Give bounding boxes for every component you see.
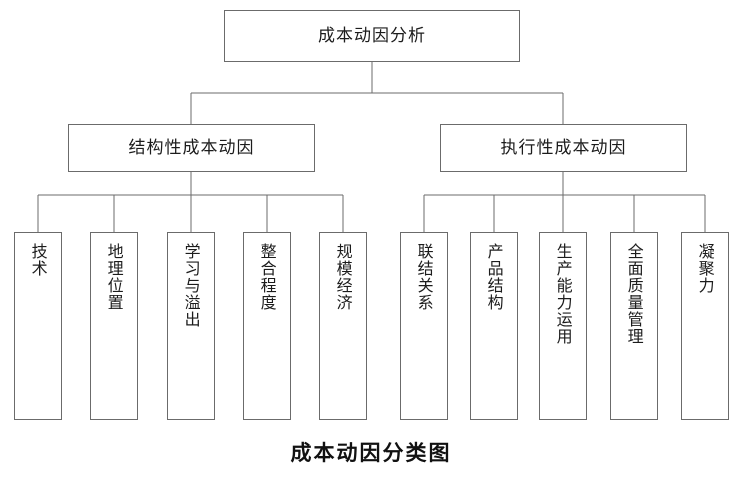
leaf-executional-5[interactable]: 凝聚力 — [681, 232, 729, 420]
leaf-executional-4[interactable]: 全面质量管理 — [610, 232, 658, 420]
leaf-structural-3-label: 学习与溢出 — [181, 243, 201, 328]
leaf-executional-4-label: 全面质量管理 — [624, 243, 644, 345]
leaf-structural-2-label: 地理位置 — [104, 243, 124, 311]
leaf-executional-3-label: 生产能力运用 — [553, 243, 573, 345]
leaf-structural-4-label: 整合程度 — [257, 243, 277, 311]
leaf-structural-2[interactable]: 地理位置 — [90, 232, 138, 420]
leaf-structural-3[interactable]: 学习与溢出 — [167, 232, 215, 420]
leaf-executional-3[interactable]: 生产能力运用 — [539, 232, 587, 420]
leaf-structural-1[interactable]: 技术 — [14, 232, 62, 420]
node-root[interactable]: 成本动因分析 — [224, 10, 520, 62]
leaf-structural-4[interactable]: 整合程度 — [243, 232, 291, 420]
leaf-structural-5-label: 规模经济 — [333, 243, 353, 311]
node-executional-cost-driver-label: 执行性成本动因 — [500, 137, 627, 158]
node-structural-cost-driver-label: 结构性成本动因 — [128, 137, 255, 158]
leaf-executional-5-label: 凝聚力 — [695, 243, 715, 294]
node-structural-cost-driver[interactable]: 结构性成本动因 — [68, 124, 315, 172]
node-root-label: 成本动因分析 — [318, 25, 426, 46]
node-executional-cost-driver[interactable]: 执行性成本动因 — [440, 124, 687, 172]
leaf-executional-1-label: 联结关系 — [414, 243, 434, 311]
leaf-executional-2-label: 产品结构 — [484, 243, 504, 311]
diagram-caption: 成本动因分类图 — [290, 441, 452, 465]
leaf-structural-5[interactable]: 规模经济 — [319, 232, 367, 420]
leaf-executional-2[interactable]: 产品结构 — [470, 232, 518, 420]
leaf-executional-1[interactable]: 联结关系 — [400, 232, 448, 420]
leaf-structural-1-label: 技术 — [28, 243, 48, 277]
